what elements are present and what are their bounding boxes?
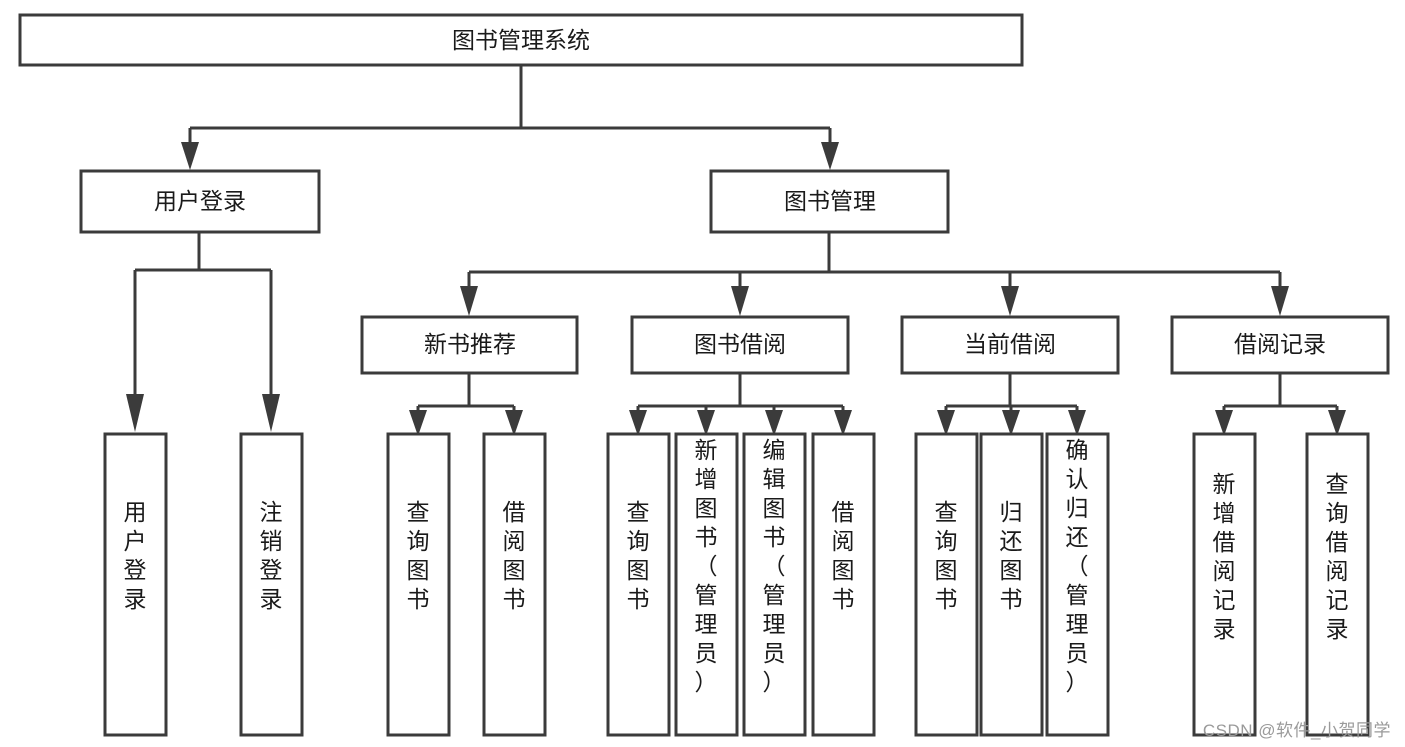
leaf-label: 查询图书 <box>935 499 958 612</box>
node-box[interactable] <box>79 169 321 234</box>
node-borrow-record[interactable]: 借阅记录 <box>1170 315 1390 375</box>
connector-group-bookmgmt-to-level3 <box>460 232 1289 316</box>
leaf-book-borrow-query[interactable]: 查询图书 <box>606 432 671 737</box>
leaf-label: 用户登录 <box>124 499 147 612</box>
leaf-book-borrow-edit[interactable]: 编辑图书（管理员） <box>742 432 807 737</box>
leaf-book-borrow-add[interactable]: 新增图书（管理员） <box>674 432 739 737</box>
leaf-label: 查询图书 <box>407 499 430 612</box>
csdn-watermark: CSDN @软件_小贺同学 <box>1202 721 1391 740</box>
arrow-head-icon <box>1068 410 1086 436</box>
leaf-label: 归还图书 <box>1000 499 1023 612</box>
arrow-head-icon <box>181 142 199 170</box>
leaf-current-borrow-return[interactable]: 归还图书 <box>979 432 1044 737</box>
connector-group-currentborrow-to-leaves <box>937 373 1086 436</box>
node-label: 图书借阅 <box>694 331 786 357</box>
arrow-head-icon <box>629 410 647 436</box>
arrow-head-icon <box>697 410 715 436</box>
node-label: 图书管理系统 <box>452 27 590 53</box>
node-label: 用户登录 <box>154 188 246 214</box>
node-label: 图书管理 <box>784 188 876 214</box>
node-box[interactable] <box>914 432 979 737</box>
node-box[interactable] <box>239 432 304 737</box>
node-book-borrow[interactable]: 图书借阅 <box>630 315 850 375</box>
node-box[interactable] <box>674 432 739 737</box>
arrow-head-icon <box>765 410 783 436</box>
connector-group-root-to-level2 <box>181 65 839 170</box>
leaf-label: 查询借阅记录 <box>1326 471 1349 642</box>
arrow-head-icon <box>731 286 749 316</box>
connector-group-newbook-to-leaves <box>409 373 523 436</box>
leaf-label: 借阅图书 <box>503 499 526 612</box>
node-box[interactable] <box>1045 432 1110 737</box>
node-box[interactable] <box>482 432 547 737</box>
node-box[interactable] <box>103 432 168 737</box>
node-current-borrow[interactable]: 当前借阅 <box>900 315 1120 375</box>
leaf-label: 确认归还（管理员） <box>1066 437 1089 695</box>
node-box[interactable] <box>18 13 1024 67</box>
leaf-current-borrow-query[interactable]: 查询图书 <box>914 432 979 737</box>
arrow-head-icon <box>262 394 280 432</box>
arrow-head-icon <box>1001 286 1019 316</box>
node-label: 新书推荐 <box>424 331 516 357</box>
connector-group-borrowrecord-to-leaves <box>1215 373 1346 436</box>
arrow-head-icon <box>1002 410 1020 436</box>
connector-group-userlogin-to-leaves <box>126 232 280 432</box>
node-box[interactable] <box>360 315 579 375</box>
arrow-head-icon <box>1328 410 1346 436</box>
node-box[interactable] <box>979 432 1044 737</box>
arrow-head-icon <box>505 410 523 436</box>
node-box[interactable] <box>742 432 807 737</box>
node-label: 当前借阅 <box>964 331 1056 357</box>
leaf-borrow-record-query[interactable]: 查询借阅记录 <box>1305 432 1370 737</box>
leaf-user-login-logout[interactable]: 注销登录 <box>239 432 304 737</box>
leaf-book-borrow-borrow[interactable]: 借阅图书 <box>811 432 876 737</box>
node-box[interactable] <box>1192 432 1257 737</box>
node-root-book-management-system[interactable]: 图书管理系统 <box>18 13 1024 67</box>
node-box[interactable] <box>1305 432 1370 737</box>
arrow-head-icon <box>126 394 144 432</box>
node-new-book-recommend[interactable]: 新书推荐 <box>360 315 579 375</box>
leaf-label: 查询图书 <box>627 499 650 612</box>
node-user-login[interactable]: 用户登录 <box>79 169 321 234</box>
connector-group-bookborrow-to-leaves <box>629 373 852 436</box>
arrow-head-icon <box>834 410 852 436</box>
leaf-label: 新增图书（管理员） <box>695 437 718 695</box>
leaf-new-book-query[interactable]: 查询图书 <box>386 432 451 737</box>
node-box[interactable] <box>709 169 950 234</box>
node-box[interactable] <box>1170 315 1390 375</box>
leaf-label: 借阅图书 <box>832 499 855 612</box>
leaf-borrow-record-add[interactable]: 新增借阅记录 <box>1192 432 1257 737</box>
node-box[interactable] <box>386 432 451 737</box>
leaf-label: 新增借阅记录 <box>1213 471 1236 642</box>
node-box[interactable] <box>606 432 671 737</box>
leaf-current-borrow-confirm-return[interactable]: 确认归还（管理员） <box>1045 432 1110 737</box>
node-box[interactable] <box>630 315 850 375</box>
node-box[interactable] <box>900 315 1120 375</box>
arrow-head-icon <box>1271 286 1289 316</box>
arrow-head-icon <box>460 286 478 316</box>
node-label: 借阅记录 <box>1234 331 1326 357</box>
arrow-head-icon <box>409 410 427 436</box>
node-book-management[interactable]: 图书管理 <box>709 169 950 234</box>
arrow-head-icon <box>937 410 955 436</box>
leaf-user-login-login[interactable]: 用户登录 <box>103 432 168 737</box>
arrow-head-icon <box>821 142 839 170</box>
leaf-label: 编辑图书（管理员） <box>763 437 786 695</box>
arrow-head-icon <box>1215 410 1233 436</box>
leaf-label: 注销登录 <box>260 499 283 612</box>
node-box[interactable] <box>811 432 876 737</box>
leaf-new-book-borrow[interactable]: 借阅图书 <box>482 432 547 737</box>
